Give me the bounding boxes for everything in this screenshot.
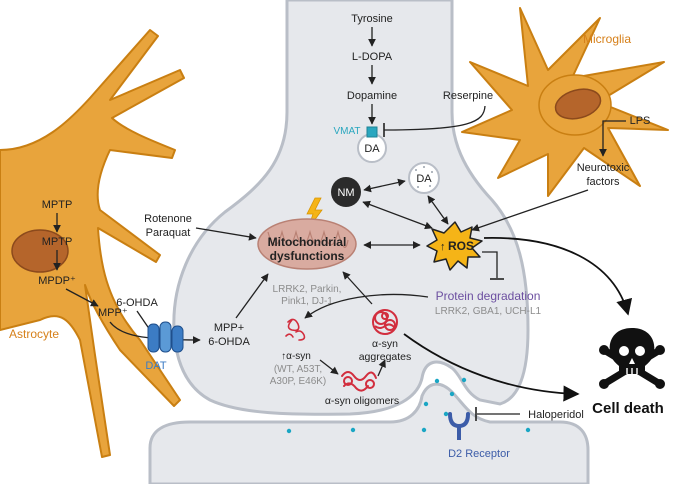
d2-receptor-label: D2 Receptor — [448, 448, 510, 460]
arrow-mpp-mito — [235, 273, 269, 319]
lps-label: LPS — [630, 115, 651, 127]
arrow-nm-ros — [362, 200, 433, 230]
asyn-up-label: ↑α-syn — [281, 351, 311, 362]
asyn-monomer — [285, 318, 306, 341]
ros-label: ROS — [448, 239, 474, 253]
mito-label-2: dysfunctions — [270, 249, 345, 263]
nm-label: NM — [337, 187, 354, 199]
dat-label: DAT — [145, 360, 166, 372]
mpp-ion-label: MPP⁺ — [98, 307, 128, 319]
arrow-mpdp-mpp — [65, 288, 99, 307]
asyn-aggregates-label-2: aggregates — [359, 351, 412, 363]
ros-burst — [426, 221, 483, 271]
mito-genes-2: Pink1, DJ-1 — [281, 296, 333, 307]
dat-transporter — [147, 321, 184, 353]
asyn-aggregates-shape — [372, 309, 398, 335]
dopamine-release-dots — [286, 377, 531, 434]
cell-death-label: Cell death — [592, 400, 664, 417]
microglia-nucleus — [554, 88, 602, 120]
protein-degradation-inhibits-asyn — [304, 293, 429, 319]
microglia-label: Microglia — [583, 32, 631, 46]
arrow-toxins-mito — [195, 227, 257, 241]
arrow-ros-cell-death — [483, 237, 633, 316]
mptp-label-2: MPTP — [42, 236, 73, 248]
mptp-label-1: MPTP — [42, 199, 73, 211]
rotenone-label: Rotenone — [144, 213, 192, 225]
protein-degradation-genes: LRRK2, GBA1, UCH-L1 — [435, 306, 542, 317]
dopamine-label: Dopamine — [347, 90, 397, 102]
arrow-6ohda-dat — [136, 310, 151, 331]
protein-degradation-label: Protein degradation — [436, 289, 541, 303]
astrocyte-nucleus — [11, 229, 69, 273]
neurotoxic-label-1: Neurotoxic — [577, 162, 630, 174]
l-dopa-label: L-DOPA — [352, 51, 393, 63]
asyn-aggregates-label-1: α-syn — [372, 338, 398, 350]
skull-crossbones-icon — [599, 328, 665, 389]
arrow-aggregates-cell-death — [403, 333, 580, 402]
vesicle-da-label-2: DA — [416, 173, 432, 185]
ros-inhibits-protein-degradation — [482, 251, 498, 278]
mito-genes-1: LRRK2, Parkin, — [273, 284, 342, 295]
vesicle-da-label-1: DA — [364, 143, 380, 155]
asyn-variants-2: A30P, E46K) — [270, 376, 327, 387]
asyn-oligomers-shape — [341, 371, 377, 392]
arrow-da-ros — [427, 195, 449, 225]
astrocyte-cell — [0, 29, 185, 458]
mitochondrion — [257, 218, 357, 270]
tyrosine-label: Tyrosine — [351, 13, 393, 25]
arrow-asyn-oligomers — [319, 359, 339, 375]
microglia-cell — [461, 7, 669, 197]
arrow-nm-da — [363, 178, 406, 193]
mpdp-label: MPDP⁺ — [38, 275, 76, 287]
asyn-variants-1: (WT, A53T, — [274, 364, 322, 375]
paraquat-label: Paraquat — [146, 227, 191, 239]
arrow-aggregates-mito — [342, 271, 373, 305]
astrocyte-label: Astrocyte — [9, 327, 59, 341]
arrow-oligomers-aggregates — [377, 359, 386, 377]
neuromelanin-circle — [331, 177, 361, 207]
haloperidol-label: Haloperidol — [528, 409, 584, 421]
mpp-inside-label-2: 6-OHDA — [208, 336, 250, 348]
ros-up-arrow: ↑ — [440, 241, 446, 253]
vmat-label: VMAT — [333, 126, 360, 137]
arrow-lps-neurotoxic — [599, 120, 626, 157]
vmat-transporter — [366, 126, 378, 138]
arrow-neurotoxic-ros — [471, 189, 589, 232]
neurotoxic-label-2: factors — [586, 176, 620, 188]
mito-label-1: Mitochondrial — [268, 235, 347, 249]
six-ohda-label: 6-OHDA — [116, 297, 158, 309]
postsynaptic-neuron — [148, 382, 590, 484]
reserpine-label: Reserpine — [443, 90, 493, 102]
mpp-inside-label-1: MPP+ — [214, 322, 244, 334]
reserpine-inhibition — [383, 105, 486, 131]
asyn-oligomers-label: α-syn oligomers — [325, 395, 399, 407]
presynaptic-neuron — [172, 0, 530, 416]
